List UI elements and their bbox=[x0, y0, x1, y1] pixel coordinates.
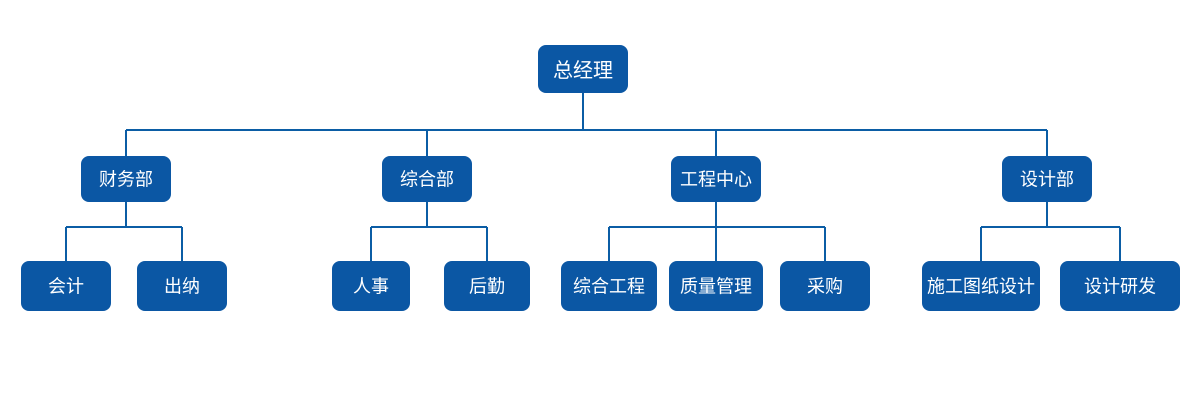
org-node-box-design[interactable] bbox=[1002, 156, 1092, 202]
org-node-box-general[interactable] bbox=[382, 156, 472, 202]
org-node-general[interactable]: 综合部 bbox=[382, 156, 472, 202]
org-node-root[interactable]: 总经理 bbox=[538, 45, 628, 93]
org-node-procurement[interactable]: 采购 bbox=[780, 261, 870, 311]
org-node-label-accounting: 会计 bbox=[48, 277, 84, 298]
org-node-label-hr: 人事 bbox=[353, 277, 389, 298]
org-node-label-finance: 财务部 bbox=[99, 170, 153, 191]
org-node-cashier[interactable]: 出纳 bbox=[137, 261, 227, 311]
org-node-box-root[interactable] bbox=[538, 45, 628, 93]
org-node-box-design-rd[interactable] bbox=[1060, 261, 1180, 311]
org-node-design[interactable]: 设计部 bbox=[1002, 156, 1092, 202]
org-node-box-procurement[interactable] bbox=[780, 261, 870, 311]
org-node-construction-drawing-design[interactable]: 施工图纸设计 bbox=[922, 261, 1040, 311]
org-node-hr[interactable]: 人事 bbox=[332, 261, 410, 311]
org-node-label-quality-management: 质量管理 bbox=[680, 277, 752, 298]
org-node-label-logistics: 后勤 bbox=[469, 277, 505, 298]
org-node-box-engineering[interactable] bbox=[671, 156, 761, 202]
org-node-design-rd[interactable]: 设计研发 bbox=[1060, 261, 1180, 311]
org-node-label-design-rd: 设计研发 bbox=[1084, 277, 1156, 298]
org-node-quality-management[interactable]: 质量管理 bbox=[669, 261, 763, 311]
org-node-box-quality-management[interactable] bbox=[669, 261, 763, 311]
org-node-box-construction-drawing-design[interactable] bbox=[922, 261, 1040, 311]
org-node-finance[interactable]: 财务部 bbox=[81, 156, 171, 202]
org-node-label-construction-drawing-design: 施工图纸设计 bbox=[927, 277, 1035, 298]
org-node-logistics[interactable]: 后勤 bbox=[444, 261, 530, 311]
org-node-accounting[interactable]: 会计 bbox=[21, 261, 111, 311]
org-node-label-root: 总经理 bbox=[553, 58, 613, 82]
connectors-layer bbox=[65, 93, 1121, 261]
org-node-engineering[interactable]: 工程中心 bbox=[671, 156, 761, 202]
org-node-box-logistics[interactable] bbox=[444, 261, 530, 311]
org-node-comprehensive-engineering[interactable]: 综合工程 bbox=[561, 261, 657, 311]
org-node-box-accounting[interactable] bbox=[21, 261, 111, 311]
org-node-box-hr[interactable] bbox=[332, 261, 410, 311]
org-node-label-cashier: 出纳 bbox=[164, 277, 200, 298]
org-node-label-comprehensive-engineering: 综合工程 bbox=[573, 277, 645, 298]
org-node-box-finance[interactable] bbox=[81, 156, 171, 202]
org-node-label-design: 设计部 bbox=[1020, 170, 1074, 191]
org-node-label-procurement: 采购 bbox=[807, 277, 843, 298]
org-node-label-engineering: 工程中心 bbox=[680, 170, 752, 191]
org-node-box-cashier[interactable] bbox=[137, 261, 227, 311]
org-node-box-comprehensive-engineering[interactable] bbox=[561, 261, 657, 311]
org-node-label-general: 综合部 bbox=[400, 170, 454, 191]
